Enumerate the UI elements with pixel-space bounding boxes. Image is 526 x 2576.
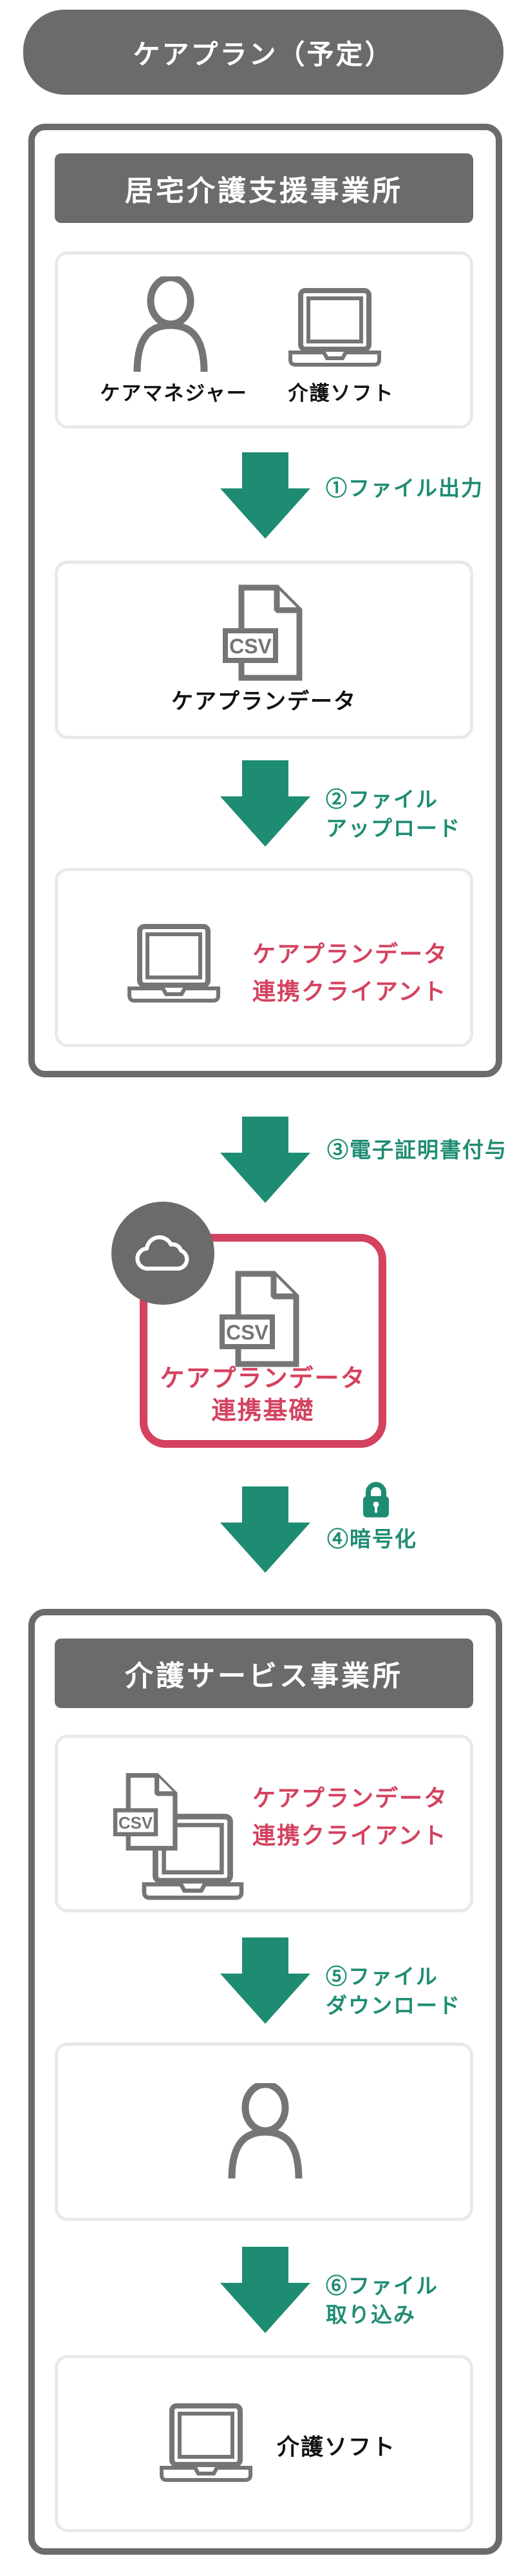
careplan-client-panel-a: ケアプランデータ 連携クライアント: [55, 868, 473, 1047]
care-software-panel: 介護ソフト: [55, 2355, 473, 2532]
step3-certificate-label: ③電子証明書付与: [327, 1138, 507, 1162]
care-manager-panel: ケアマネジャー 介護ソフト: [55, 251, 473, 428]
csv-file-icon: CSV: [223, 584, 303, 681]
careplan-platform-label: ケアプランデータ 連携基礎: [160, 1365, 366, 1425]
careplan-client-label-b: ケアプランデータ 連携クライアント: [252, 1785, 449, 1849]
arrow-down-icon: [220, 760, 310, 847]
person-icon: [228, 2083, 303, 2179]
laptop-icon: [288, 288, 381, 367]
step4-encryption-label: ④暗号化: [327, 1527, 417, 1551]
csv-badge-text: CSV: [229, 635, 272, 658]
laptop-icon: [127, 924, 220, 1003]
care-service-office-box: 介護サービス事業所 CSV ケアプランデータ 連携クライアント ⑤ファイル ダウ…: [28, 1609, 502, 2555]
laptop-icon: [160, 2403, 252, 2482]
care-manager-label: ケアマネジャー: [100, 382, 248, 405]
cloud-icon: [135, 1235, 189, 1271]
csv-badge-text: CSV: [118, 1814, 153, 1832]
arrow-down-icon: [220, 1486, 310, 1573]
care-service-office-title: 介護サービス事業所: [125, 1660, 403, 1692]
arrow-down-icon: [220, 1937, 310, 2024]
csv-badge-text: CSV: [226, 1321, 268, 1344]
care-staff-panel: [55, 2043, 473, 2221]
step1-file-output-label: ①ファイル出力: [326, 476, 484, 500]
step5-file-download-label: ⑤ファイル ダウンロード: [326, 1965, 461, 2017]
csv-file-icon: CSV: [113, 1773, 178, 1851]
step6-file-import-label: ⑥ファイル 取り込み: [326, 2274, 438, 2327]
arrow-down-icon: [220, 2247, 310, 2333]
home-care-support-office-box: 居宅介護支援事業所 ケアマネジャー 介護ソフト ①ファイル出力: [28, 124, 502, 1077]
care-software-label-b: 介護ソフト: [277, 2435, 397, 2460]
care-software-label: 介護ソフト: [288, 382, 395, 405]
arrow-down-icon: [220, 1117, 310, 1203]
careplan-client-panel-b: CSV ケアプランデータ 連携クライアント: [55, 1735, 473, 1912]
lock-icon: [363, 1482, 389, 1517]
step2-file-upload-label: ②ファイル アップロード: [326, 787, 461, 840]
arrow-down-icon: [220, 452, 310, 539]
care-service-office-header: 介護サービス事業所: [55, 1639, 473, 1708]
diagram-title-pill: ケアプラン（予定）: [23, 10, 503, 95]
csv-file-icon: CSV: [220, 1271, 299, 1367]
careplan-data-label: ケアプランデータ: [171, 689, 357, 714]
cloud-badge: [111, 1202, 214, 1305]
careplan-data-panel: CSV ケアプランデータ: [55, 561, 473, 739]
home-care-support-office-title: 居宅介護支援事業所: [125, 175, 403, 207]
diagram-title: ケアプラン（予定）: [133, 39, 394, 70]
careplan-client-label-a: ケアプランデータ 連携クライアント: [252, 941, 449, 1004]
home-care-support-office-header: 居宅介護支援事業所: [55, 153, 473, 223]
person-icon: [133, 276, 208, 372]
